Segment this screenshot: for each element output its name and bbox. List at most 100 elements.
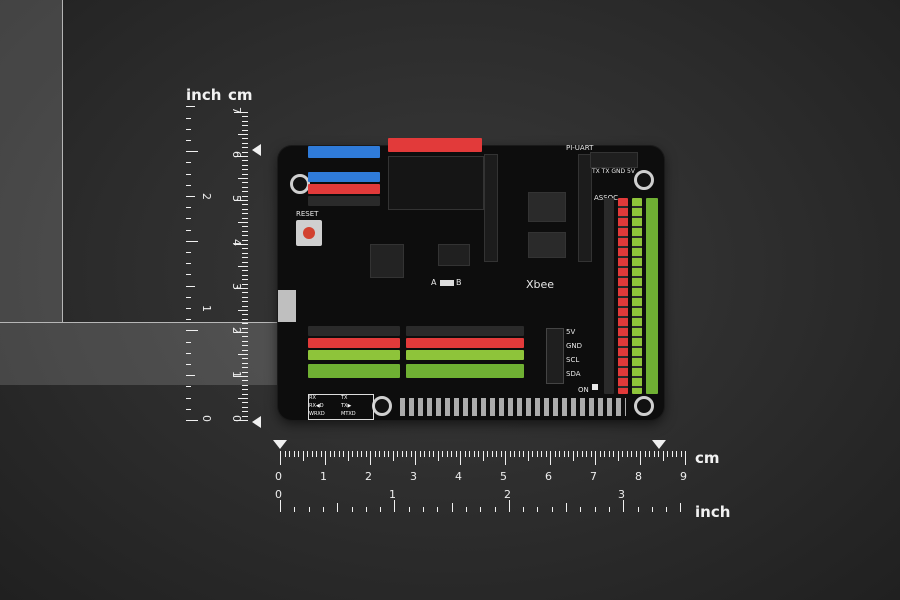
vertical-ruler-inch-2: 2 xyxy=(200,193,213,200)
horizontal-ruler-tick xyxy=(311,451,313,457)
horizontal-marker-left-icon xyxy=(273,440,287,449)
horizontal-ruler-tick xyxy=(460,451,461,465)
horizontal-ruler-tick xyxy=(622,451,623,457)
red-header-bottom-left xyxy=(308,338,400,348)
vertical-ruler-tick xyxy=(242,402,248,404)
green-header-bottom-left xyxy=(308,350,400,360)
vertical-ruler-tick xyxy=(242,129,248,131)
horizontal-ruler-tick xyxy=(590,451,592,457)
horizontal-ruler-tick xyxy=(541,451,542,457)
horizontal-ruler-inch-1: 1 xyxy=(389,488,396,501)
horizontal-ruler-cm-1: 1 xyxy=(320,470,327,483)
vertical-ruler-tick xyxy=(242,323,248,325)
vertical-ruler-tick xyxy=(242,345,248,347)
horizontal-ruler-cm-0: 0 xyxy=(275,470,282,483)
horizontal-ruler-tick xyxy=(572,451,574,461)
vertical-ruler-tick xyxy=(242,393,248,395)
horizontal-ruler-inch-tick xyxy=(337,503,339,512)
red-header-row-left xyxy=(308,184,380,194)
horizontal-ruler-inch-tick xyxy=(637,507,639,512)
vertical-ruler-tick xyxy=(242,305,248,307)
vertical-ruler-inch-tick xyxy=(186,117,191,119)
vertical-ruler-tick xyxy=(242,151,248,153)
vertical-ruler-tick xyxy=(242,226,248,228)
black-header-right xyxy=(604,198,614,394)
horizontal-ruler-tick xyxy=(523,451,524,457)
i2c-label-5v: 5V xyxy=(566,328,576,336)
vertical-ruler-tick xyxy=(242,235,248,237)
vertical-ruler-tick xyxy=(234,420,248,421)
vertical-marker-bottom-icon xyxy=(252,416,261,428)
horizontal-ruler-tick xyxy=(649,451,650,457)
vertical-ruler-tick xyxy=(238,398,248,399)
vertical-ruler-inch-tick xyxy=(186,352,191,354)
horizontal-ruler-tick xyxy=(527,451,529,461)
horizontal-ruler-tick xyxy=(379,451,380,457)
horizontal-ruler-tick xyxy=(320,451,322,457)
horizontal-ruler-tick xyxy=(671,451,673,457)
vertical-ruler-tick xyxy=(234,156,248,157)
horizontal-ruler-tick xyxy=(401,451,403,457)
ab-switch[interactable] xyxy=(440,280,454,286)
vertical-ruler-tick xyxy=(234,376,248,377)
horizontal-ruler-tick xyxy=(442,451,443,457)
vertical-ruler-tick xyxy=(242,362,248,364)
horizontal-ruler-tick xyxy=(514,451,515,457)
vertical-ruler-inch-tick xyxy=(186,128,191,130)
horizontal-ruler-tick xyxy=(635,451,637,457)
vertical-ruler-tick xyxy=(242,406,248,408)
horizontal-ruler-inch-tick xyxy=(280,500,281,512)
horizontal-ruler-inch-tick xyxy=(523,507,525,512)
xbee-chip-2 xyxy=(528,232,566,258)
horizontal-ruler-inch-2: 2 xyxy=(504,488,511,501)
vertical-ruler-inch-tick xyxy=(186,240,198,242)
vertical-ruler-tick xyxy=(242,274,248,276)
rx-tx-cell: RX xyxy=(309,395,316,401)
horizontal-ruler-inch-tick xyxy=(394,500,396,512)
vertical-ruler-inch-tick xyxy=(186,375,195,377)
vertical-ruler-tick xyxy=(242,160,248,162)
reset-label: RESET xyxy=(296,210,319,218)
vertical-ruler-tick xyxy=(242,327,248,329)
horizontal-ruler-tick xyxy=(640,451,641,465)
vertical-ruler-inch-tick xyxy=(186,140,191,141)
vertical-ruler-inch-tick xyxy=(186,420,198,421)
blue-header-top xyxy=(308,146,380,158)
horizontal-ruler-tick xyxy=(518,451,520,457)
black-header-bottom-left xyxy=(308,326,400,336)
micro-usb-port[interactable] xyxy=(278,290,296,322)
horizontal-ruler-cm-7: 7 xyxy=(590,470,597,483)
horizontal-ruler-inch-tick xyxy=(680,503,682,512)
horizontal-ruler-tick xyxy=(545,451,547,457)
horizontal-ruler-inch-tick xyxy=(623,500,625,512)
horizontal-ruler-inch-tick xyxy=(651,507,653,512)
horizontal-ruler-inch-tick xyxy=(608,507,610,512)
green-connector-bottom-left xyxy=(308,364,400,378)
black-header-row-left xyxy=(308,196,380,206)
vertical-ruler-tick xyxy=(234,112,248,113)
horizontal-ruler-tick xyxy=(662,451,664,461)
horizontal-ruler-tick xyxy=(298,451,299,457)
horizontal-ruler-inch-tick xyxy=(551,507,553,512)
horizontal-ruler-tick xyxy=(406,451,407,457)
horizontal-ruler-tick xyxy=(437,451,439,461)
horizontal-ruler-tick xyxy=(568,451,569,457)
horizontal-ruler-tick xyxy=(428,451,430,457)
vertical-ruler-tick xyxy=(242,182,248,184)
horizontal-ruler-inch-tick xyxy=(437,507,439,512)
horizontal-ruler-tick xyxy=(356,451,358,457)
vertical-ruler-inch-tick xyxy=(186,173,191,175)
vertical-ruler-tick xyxy=(242,116,248,118)
vertical-ruler-tick xyxy=(242,208,248,210)
horizontal-ruler-tick xyxy=(415,451,416,465)
reset-button[interactable] xyxy=(296,220,322,246)
horizontal-ruler-cm-4: 4 xyxy=(455,470,462,483)
horizontal-ruler-tick xyxy=(473,451,475,457)
vertical-ruler-tick xyxy=(242,248,248,250)
horizontal-ruler-cm-2: 2 xyxy=(365,470,372,483)
horizontal-ruler-tick xyxy=(419,451,421,457)
horizontal-ruler-inch-tick xyxy=(451,503,453,512)
rx-tx-cell: RX◀D xyxy=(309,403,324,409)
green-connector-right xyxy=(646,198,658,394)
vertical-ruler-tick xyxy=(242,164,248,166)
